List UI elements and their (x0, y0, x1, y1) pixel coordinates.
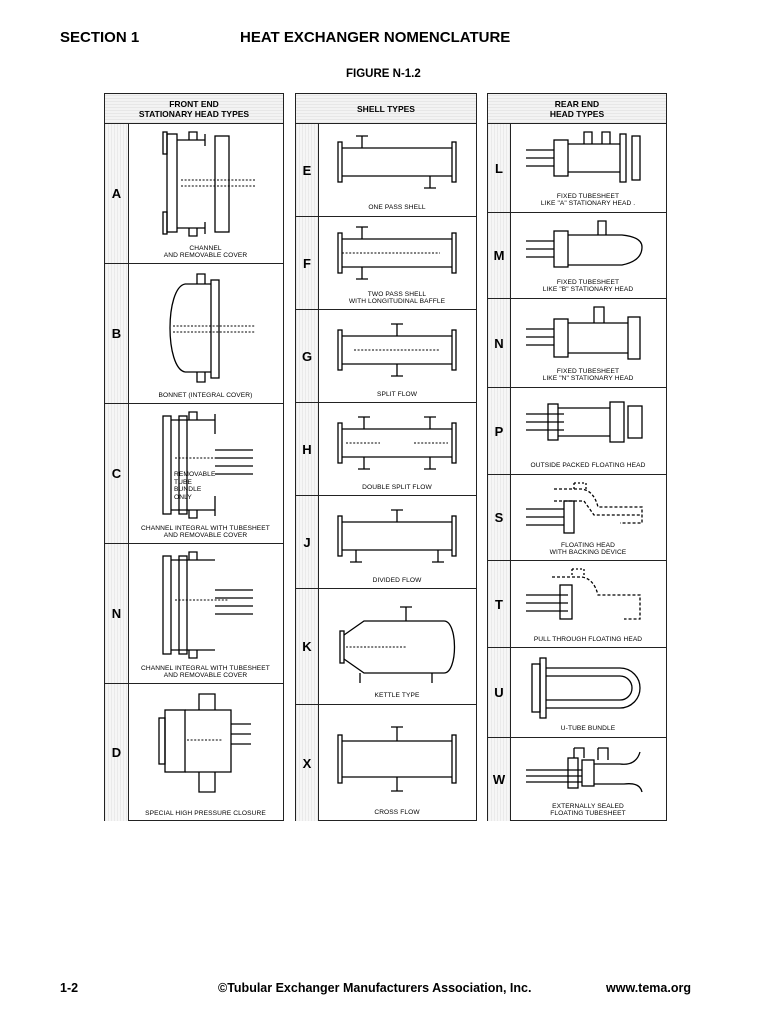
row-caption: CHANNEL INTEGRAL WITH TUBESHEET AND REMO… (141, 524, 270, 540)
row-caption: EXTERNALLY SEALED FLOATING TUBESHEET (550, 802, 626, 818)
row-caption: BONNET (INTEGRAL COVER) (158, 392, 253, 400)
rear-row-m: M FIXED TUBESHEET LIKE "B" STATIONARY HE… (488, 213, 666, 299)
row-letter: K (296, 589, 319, 704)
row-letter: E (296, 124, 319, 216)
bonnet-icon (145, 272, 265, 384)
high-pressure-closure-icon (151, 692, 261, 800)
row-letter: N (105, 544, 129, 683)
front-row-c: C REMOVABLE TUBE BUNDLE ONLY CHANNEL INT… (105, 404, 283, 544)
fixed-tubesheet-n-icon (524, 303, 650, 365)
bundle-note: REMOVABLE TUBE BUNDLE ONLY (174, 471, 216, 501)
row-letter: S (488, 475, 511, 560)
shell-row-x: X CROSS FLOW (296, 705, 476, 821)
row-caption: CHANNEL INTEGRAL WITH TUBESHEET AND REMO… (141, 664, 270, 680)
row-letter: G (296, 310, 319, 402)
front-row-d: D SPECIAL HIGH PRESSURE CLOSURE (105, 684, 283, 821)
shell-row-k: K KETTLE TYPE (296, 589, 476, 705)
kettle-type-icon (336, 603, 462, 685)
row-caption: FIXED TUBESHEET LIKE "A" STATIONARY HEAD… (540, 192, 636, 208)
row-caption: TWO PASS SHELL WITH LONGITUDINAL BAFFLE (348, 290, 446, 306)
rear-row-t: T PULL THROUGH FLOATING HEAD (488, 561, 666, 648)
row-caption: DIVIDED FLOW (372, 577, 422, 585)
rear-end-column: REAR END HEAD TYPES L FIXED TUBESHEET LI… (487, 93, 667, 821)
row-letter: U (488, 648, 511, 737)
front-row-b: B BONNET (INTEGRAL COVER) (105, 264, 283, 404)
row-letter: M (488, 213, 511, 298)
row-letter: C (105, 404, 129, 543)
page-number: 1-2 (60, 981, 79, 995)
row-letter: L (488, 124, 511, 212)
section-label: SECTION 1 (60, 29, 140, 46)
rear-row-s: S FLOATING HEAD WITH BACKING DEVICE (488, 475, 666, 561)
outside-packed-floating-head-icon (524, 394, 650, 454)
front-end-column: FRONT END STATIONARY HEAD TYPES A CHANNE… (104, 93, 284, 821)
fixed-tubesheet-b-icon (524, 217, 650, 277)
row-caption: PULL THROUGH FLOATING HEAD (533, 636, 643, 644)
shell-row-e: E ONE PASS SHELL (296, 124, 476, 217)
shell-types-heading: SHELL TYPES (296, 94, 476, 124)
row-caption: U-TUBE BUNDLE (560, 725, 616, 733)
row-letter: A (105, 124, 129, 263)
row-letter: W (488, 738, 511, 821)
row-caption: ONE PASS SHELL (368, 204, 426, 212)
channel-integral-tubesheet-icon (145, 410, 265, 522)
rear-row-l: L FIXED TUBESHEET LIKE "A" STATIONARY HE… (488, 124, 666, 213)
one-pass-shell-icon (334, 132, 460, 196)
row-letter: H (296, 403, 319, 495)
website-link[interactable]: www.tema.org (606, 981, 691, 995)
shell-row-g: G SPLIT FLOW (296, 310, 476, 403)
two-pass-shell-icon (334, 223, 460, 285)
shell-row-j: J DIVIDED FLOW (296, 496, 476, 589)
row-caption: DOUBLE SPLIT FLOW (362, 484, 432, 492)
row-caption: FIXED TUBESHEET LIKE "N" STATIONARY HEAD (542, 367, 634, 383)
externally-sealed-floating-tubesheet-icon (524, 742, 650, 796)
row-letter: D (105, 684, 129, 821)
front-end-heading: FRONT END STATIONARY HEAD TYPES (105, 94, 283, 124)
page-title: HEAT EXCHANGER NOMENCLATURE (240, 29, 511, 46)
channel-integral-tubesheet-n-icon (145, 550, 265, 662)
row-letter: X (296, 705, 319, 821)
row-caption: FLOATING HEAD WITH BACKING DEVICE (549, 541, 627, 557)
row-letter: P (488, 388, 511, 474)
row-caption: CHANNEL AND REMOVABLE COVER (163, 244, 248, 260)
row-letter: N (488, 299, 511, 387)
shell-row-h: H DOUBLE SPLIT FLOW (296, 403, 476, 496)
figure-label: FIGURE N-1.2 (346, 68, 421, 80)
row-caption: FIXED TUBESHEET LIKE "B" STATIONARY HEAD (542, 278, 634, 294)
shell-row-f: F TWO PASS SHELL WITH LONGITUDINAL BAFFL… (296, 217, 476, 310)
double-split-flow-icon (334, 411, 460, 477)
copyright: ©Tubular Exchanger Manufacturers Associa… (218, 981, 532, 995)
u-tube-bundle-icon (524, 654, 650, 722)
rear-row-p: P OUTSIDE PACKED FLOATING HEAD (488, 388, 666, 475)
row-caption: OUTSIDE PACKED FLOATING HEAD (530, 462, 646, 470)
front-row-n: N CHANNEL INTEGRAL WITH TUBESHEET AND RE… (105, 544, 283, 684)
row-caption: KETTLE TYPE (374, 692, 420, 700)
row-letter: B (105, 264, 129, 403)
row-letter: F (296, 217, 319, 309)
rear-row-w: W EXTERNALLY SEALED FLOATING TUBESHEET (488, 738, 666, 821)
floating-head-backing-device-icon (524, 479, 650, 537)
cross-flow-icon (334, 719, 460, 799)
front-row-a: A CHANNEL AND REMOVABLE COVER (105, 124, 283, 264)
pull-through-floating-head-icon (524, 565, 650, 627)
rear-row-n: N FIXED TUBESHEET LIKE "N" STATIONARY HE… (488, 299, 666, 388)
rear-end-heading: REAR END HEAD TYPES (488, 94, 666, 124)
row-caption: SPECIAL HIGH PRESSURE CLOSURE (145, 810, 266, 818)
divided-flow-icon (334, 504, 460, 570)
row-letter: T (488, 561, 511, 647)
split-flow-icon (334, 318, 460, 384)
row-caption: SPLIT FLOW (376, 391, 418, 399)
fixed-tubesheet-a-icon (524, 128, 650, 190)
rear-row-u: U U-TUBE BUNDLE (488, 648, 666, 738)
row-letter: J (296, 496, 319, 588)
row-caption: CROSS FLOW (374, 809, 420, 817)
channel-removable-cover-icon (145, 130, 265, 238)
shell-types-column: SHELL TYPES E ONE PASS SHELL F TWO PASS … (295, 93, 477, 821)
